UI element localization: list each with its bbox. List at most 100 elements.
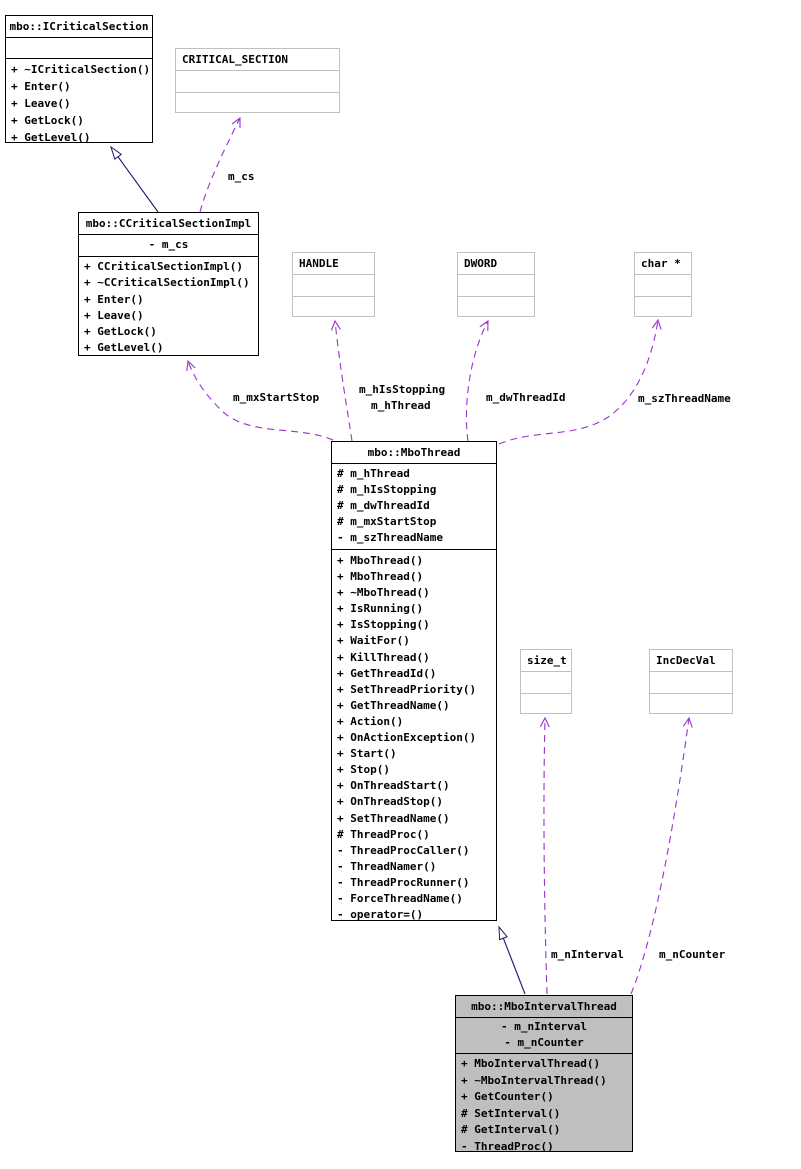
empty-methods-row xyxy=(176,93,339,114)
method-item: # ThreadProc() xyxy=(337,827,430,841)
method-item: - ForceThreadName() xyxy=(337,891,463,905)
attribute-item: - m_szThreadName xyxy=(337,531,443,545)
method-item: # GetInterval() xyxy=(461,1123,561,1137)
method-item: - ThreadProc() xyxy=(461,1139,554,1153)
type-title: IncDecVal xyxy=(650,650,732,672)
type-title: char * xyxy=(635,253,691,275)
type-title: CRITICAL_SECTION xyxy=(176,49,339,71)
attribute-item: # m_hIsStopping xyxy=(337,483,437,497)
method-item: + GetThreadId() xyxy=(337,666,437,680)
empty-methods-row xyxy=(650,694,732,715)
edge-label-m-hisstopping: m_hIsStopping xyxy=(359,383,446,396)
edge-usage-m-cs xyxy=(199,116,241,213)
method-item: + Leave() xyxy=(84,308,144,322)
attributes-section: - m_nInterval - m_nCounter xyxy=(456,1018,632,1054)
method-item: + MboIntervalThread() xyxy=(461,1057,601,1070)
edge-label-m-ncounter: m_nCounter xyxy=(659,948,726,961)
method-item: + KillThread() xyxy=(337,650,430,664)
method-item: + GetLock() xyxy=(84,325,157,339)
method-item: + Leave() xyxy=(11,97,71,111)
method-item: # SetInterval() xyxy=(461,1106,561,1120)
method-item: - ThreadProcCaller() xyxy=(337,843,470,857)
method-item: - ThreadNamer() xyxy=(337,859,437,873)
edge-usage-m-szthreadname xyxy=(498,318,662,445)
class-box-ccriticalsectionimpl[interactable]: mbo::CCriticalSectionImpl - m_cs + CCrit… xyxy=(78,212,259,356)
edge-label-m-dwthreadid: m_dwThreadId xyxy=(486,391,566,404)
method-item: + OnThreadStart() xyxy=(337,779,450,793)
type-box-critical-section: CRITICAL_SECTION xyxy=(175,48,340,113)
edge-usage-m-ncounter xyxy=(630,716,693,995)
method-item: + ~MboThread() xyxy=(337,586,430,600)
method-item: + CCriticalSectionImpl() xyxy=(84,260,243,273)
edge-label-m-ninterval: m_nInterval xyxy=(551,948,624,961)
type-box-handle: HANDLE xyxy=(292,252,375,317)
type-title: size_t xyxy=(521,650,571,672)
method-item: + GetLevel() xyxy=(84,341,164,355)
method-item: + ~MboIntervalThread() xyxy=(461,1073,607,1087)
method-item: + WaitFor() xyxy=(337,634,410,648)
method-item: + GetLevel() xyxy=(11,131,91,145)
method-item: + Stop() xyxy=(337,763,390,777)
method-item: + Start() xyxy=(337,747,397,761)
method-item: + GetThreadName() xyxy=(337,698,450,712)
attribute-item: - m_nCounter xyxy=(504,1036,584,1050)
method-item: + ~CCriticalSectionImpl() xyxy=(84,276,250,290)
class-title: mbo::CCriticalSectionImpl xyxy=(79,213,258,235)
attribute-item: # m_hThread xyxy=(337,467,410,480)
empty-attributes-row xyxy=(521,672,571,694)
empty-methods-row xyxy=(521,694,571,715)
class-box-mbointervalthread[interactable]: mbo::MboIntervalThread - m_nInterval- m_… xyxy=(455,995,633,1155)
type-box-char-ptr: char * xyxy=(634,252,692,317)
empty-methods-row xyxy=(458,297,534,318)
class-box-mbothread[interactable]: mbo::MboThread # m_hThread# m_hIsStoppin… xyxy=(331,441,497,921)
edge-label-m-hthread: m_hThread xyxy=(371,399,431,412)
edge-inheritance-ccriticalsectionimpl xyxy=(110,145,159,213)
attribute-item: - m_nInterval xyxy=(500,1020,588,1033)
type-box-incdecval: IncDecVal xyxy=(649,649,733,714)
attributes-section: # m_hThread # m_hIsStopping # m_dwThreadId… xyxy=(332,464,496,550)
type-box-dword: DWORD xyxy=(457,252,535,317)
empty-methods-row xyxy=(293,297,374,318)
method-item: + ~ICriticalSection() xyxy=(11,63,151,76)
method-item: + MboThread() xyxy=(337,570,424,584)
type-box-size-t: size_t xyxy=(520,649,572,714)
empty-attributes-row xyxy=(635,275,691,297)
methods-section: + MboThread()+ MboThread()+ ~MboThread()… xyxy=(332,550,496,926)
attribute-item: - m_cs xyxy=(148,238,189,251)
attributes-section xyxy=(6,38,152,59)
edge-label-m-cs: m_cs xyxy=(228,170,255,183)
class-title: mbo::MboThread xyxy=(332,442,496,464)
edge-label-m-mxstartstop: m_mxStartStop xyxy=(233,391,320,404)
method-item: + Action() xyxy=(337,714,404,728)
method-item: + IsRunning() xyxy=(337,602,424,616)
class-box-icriticalsection[interactable]: mbo::ICriticalSection + ~ICriticalSectio… xyxy=(5,15,153,145)
edge-usage-m-hthread xyxy=(330,319,353,442)
method-item: - operator=() xyxy=(337,908,424,922)
edge-label-m-szthreadname: m_szThreadName xyxy=(638,392,731,405)
method-item: + SetThreadName() xyxy=(337,811,450,825)
type-title: DWORD xyxy=(458,253,534,275)
empty-attributes-row xyxy=(458,275,534,297)
edge-usage-m-ninterval xyxy=(539,716,550,995)
method-item: + GetCounter() xyxy=(461,1090,554,1104)
empty-attributes-row xyxy=(650,672,732,694)
empty-attributes-row xyxy=(176,71,339,93)
methods-section: + MboIntervalThread() + ~MboIntervalThrea… xyxy=(456,1054,632,1155)
edge-usage-m-dwthreadid xyxy=(465,319,489,442)
method-item: + OnThreadStop() xyxy=(337,795,443,809)
edge-usage-m-mxstartstop xyxy=(186,359,334,441)
method-item: + GetLock() xyxy=(11,114,84,128)
attribute-item: # m_dwThreadId xyxy=(337,499,430,513)
methods-section: + CCriticalSectionImpl() + ~CCriticalSect… xyxy=(79,257,258,358)
method-item: + Enter() xyxy=(11,80,71,94)
type-title: HANDLE xyxy=(293,253,374,275)
method-item: + Enter() xyxy=(84,292,144,306)
attributes-section: - m_cs xyxy=(79,235,258,257)
attribute-item: # m_mxStartStop xyxy=(337,515,437,529)
empty-attributes-row xyxy=(293,275,374,297)
method-item: + IsStopping() xyxy=(337,618,430,632)
method-item: - ThreadProcRunner() xyxy=(337,875,470,889)
class-title: mbo::MboIntervalThread xyxy=(456,996,632,1018)
